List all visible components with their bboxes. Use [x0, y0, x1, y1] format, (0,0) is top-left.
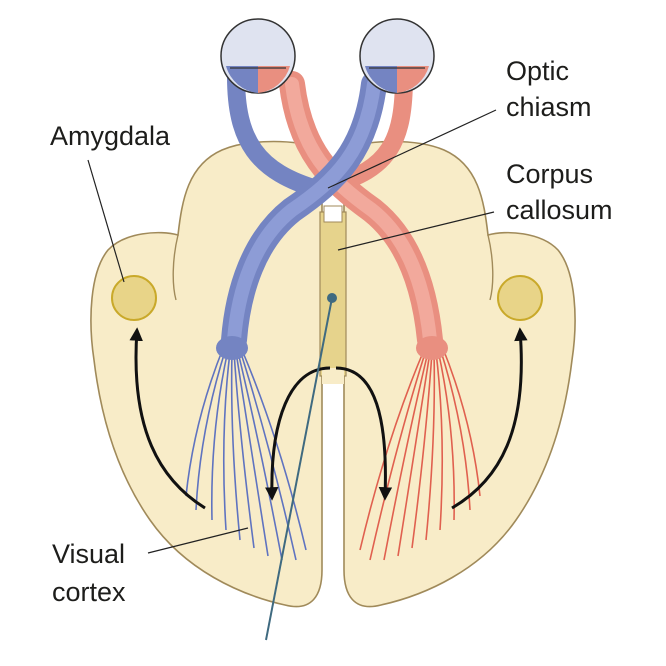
optic-chiasm-label-line1: Optic	[506, 56, 569, 86]
right-amygdala-arrow	[451, 327, 528, 510]
left-amygdala-arrow	[129, 327, 206, 510]
visual-cortex-leader-line	[147, 527, 249, 554]
left-visual-cortex-fibers	[185, 345, 307, 561]
amygdala-leader-line	[87, 159, 125, 283]
callosum-pointer-dot	[327, 293, 337, 303]
left-optic-pathway	[216, 67, 387, 360]
corpus-callosum-label-line2: callosum	[506, 195, 613, 225]
callosal-transfer-left-arrow	[264, 366, 331, 501]
left-amygdala	[111, 275, 157, 321]
optic-chiasm-label-line2: chiasm	[506, 92, 592, 122]
left-eye	[220, 18, 296, 94]
right-amygdala	[497, 275, 543, 321]
right-optic-pathway	[279, 67, 448, 360]
corpus-callosum-label-line1: Corpus	[506, 159, 593, 189]
amygdala-label: Amygdala	[50, 121, 171, 151]
visual-cortex-label-line2: cortex	[52, 577, 126, 607]
right-eye	[359, 18, 435, 94]
optic-chiasm-leader-line	[327, 109, 497, 189]
callosal-transfer-right-arrow	[335, 366, 393, 501]
corpus-callosum-leader-line	[337, 211, 495, 251]
callosum-pointer-line	[265, 297, 333, 641]
right-visual-cortex-fibers	[359, 345, 481, 561]
visual-cortex-label-line1: Visual	[52, 539, 125, 569]
